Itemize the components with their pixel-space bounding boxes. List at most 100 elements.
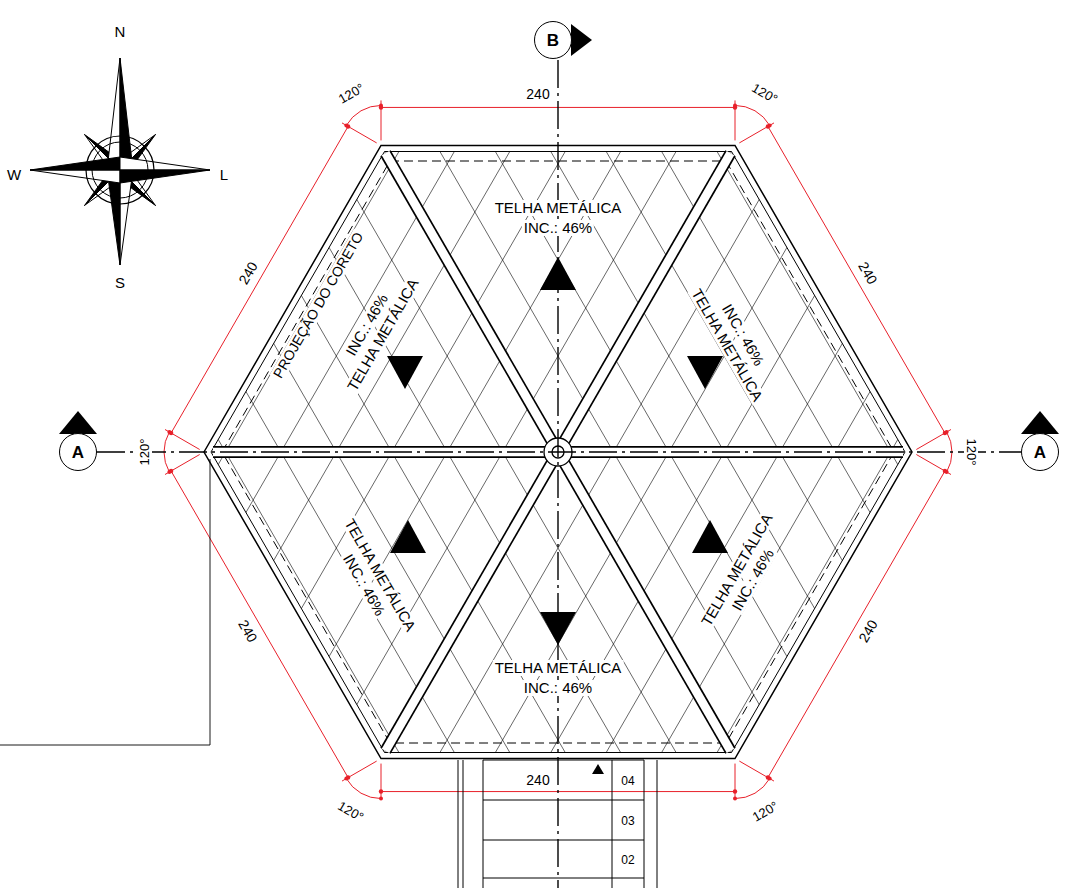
- angle-dot: [945, 430, 949, 434]
- compass-ring: [86, 136, 154, 204]
- label-holder: 240: [234, 614, 263, 647]
- dimension-line: [171, 471, 348, 778]
- drawing-label: 240: [235, 258, 261, 289]
- section-marker: A: [1021, 433, 1059, 471]
- tile-line: [250, 0, 950, 888]
- stair-tread: [483, 800, 644, 801]
- drawing-label: 03: [619, 815, 636, 828]
- dimension-dot: [733, 789, 737, 793]
- label-holder: TELHA METÁLICA: [493, 199, 624, 217]
- label-holder: 120°: [747, 78, 783, 109]
- drawing-label: TELHA METÁLICA: [493, 660, 624, 676]
- tile-line: [0, 0, 659, 888]
- stair-side: [458, 760, 459, 888]
- section-line-b: [557, 60, 558, 888]
- drawing-label: S: [113, 275, 127, 291]
- drawing-label: 120°: [964, 437, 978, 468]
- tile-line: [0, 0, 700, 888]
- tile-line: [0, 62, 534, 888]
- ridge-beam-inner: [558, 452, 731, 751]
- drawing-label: TELHA METÁLICA: [493, 200, 624, 216]
- slope-arrow: [692, 520, 728, 553]
- angle-arc: [735, 105, 770, 125]
- tile-line: [250, 0, 950, 888]
- extension-line: [916, 430, 951, 450]
- label-holder: INC.: 46%: [522, 679, 594, 697]
- tile-line: [624, 86, 1065, 888]
- tile-line: [333, 0, 1033, 888]
- section-letter: A: [1034, 444, 1046, 461]
- stair-arrow: [592, 764, 604, 774]
- label-holder: 120°: [135, 437, 153, 468]
- section-letter: A: [72, 444, 84, 461]
- drawing-label: 04: [619, 775, 636, 788]
- section-letter: B: [547, 32, 559, 49]
- tile-line: [457, 0, 1065, 888]
- drawing-label: 120°: [138, 437, 152, 468]
- label-holder: 03: [619, 811, 636, 829]
- stair-side: [612, 760, 613, 888]
- label-holder: 120°: [333, 78, 369, 109]
- label-holder: 120°: [747, 795, 783, 826]
- label-holder: 120°: [963, 437, 981, 468]
- ridge-beam-inner: [386, 153, 559, 452]
- compass-arm: [120, 170, 133, 265]
- tile-line: [0, 0, 575, 866]
- tile-line: [0, 0, 700, 888]
- extension-line: [342, 123, 377, 143]
- angle-dot: [379, 797, 383, 801]
- section-flag: [59, 411, 97, 434]
- slope-arrow: [687, 356, 723, 389]
- tile-line: [83, 0, 783, 888]
- tile-line: [166, 0, 866, 888]
- drawing-label: 120°: [335, 81, 369, 108]
- ridge-beam-inner: [386, 452, 559, 751]
- drawing-label: 120°: [334, 798, 368, 825]
- stair-tread: [483, 840, 644, 841]
- stair-side: [657, 760, 658, 888]
- tile-line: [166, 0, 866, 888]
- tile-line: [457, 0, 1065, 888]
- section-flag: [1021, 411, 1059, 434]
- compass-rose: [30, 58, 210, 265]
- stair: [458, 760, 657, 888]
- dimension-dot: [379, 789, 383, 793]
- extension-line: [739, 761, 774, 781]
- section-line: [97, 451, 1021, 452]
- compass-ring: [92, 142, 148, 198]
- label-holder: W: [5, 166, 23, 184]
- section-marker: B: [534, 21, 572, 59]
- drawing-label: INC.: 46%: [522, 220, 594, 236]
- section-flag: [571, 24, 592, 56]
- dimension-line: [171, 126, 348, 433]
- drawing-label: W: [5, 167, 23, 183]
- drawing-label: PROJEÇÃO DO CORETO: [270, 228, 367, 382]
- label-holder: 240: [524, 771, 551, 789]
- label-holder: 04: [619, 771, 636, 789]
- angle-dot: [167, 470, 171, 474]
- tile-line: [208, 0, 908, 888]
- label-holder: N: [113, 23, 128, 41]
- compass-arm: [107, 58, 120, 170]
- label-holder: L: [218, 166, 230, 184]
- label-holder: 240: [853, 257, 882, 290]
- drawing-label: 240: [524, 87, 551, 102]
- tile-line: [582, 62, 1065, 888]
- compass-arm: [120, 157, 210, 170]
- tile-line: [499, 0, 1065, 888]
- label-holder: 240: [853, 614, 882, 647]
- tile-line: [208, 0, 908, 888]
- tile-line: [541, 0, 1065, 866]
- slope-arrow: [387, 356, 423, 389]
- angle-dot: [768, 777, 772, 781]
- label-holder: 240: [234, 257, 263, 290]
- tile-line: [42, 0, 742, 888]
- tile-line: [374, 0, 1065, 888]
- drawing-label: 240: [854, 258, 880, 289]
- label-holder: INC.: 46%: [522, 219, 594, 237]
- drawing-label: L: [218, 167, 230, 183]
- extension-line: [165, 455, 200, 475]
- tile-line: [624, 0, 1065, 818]
